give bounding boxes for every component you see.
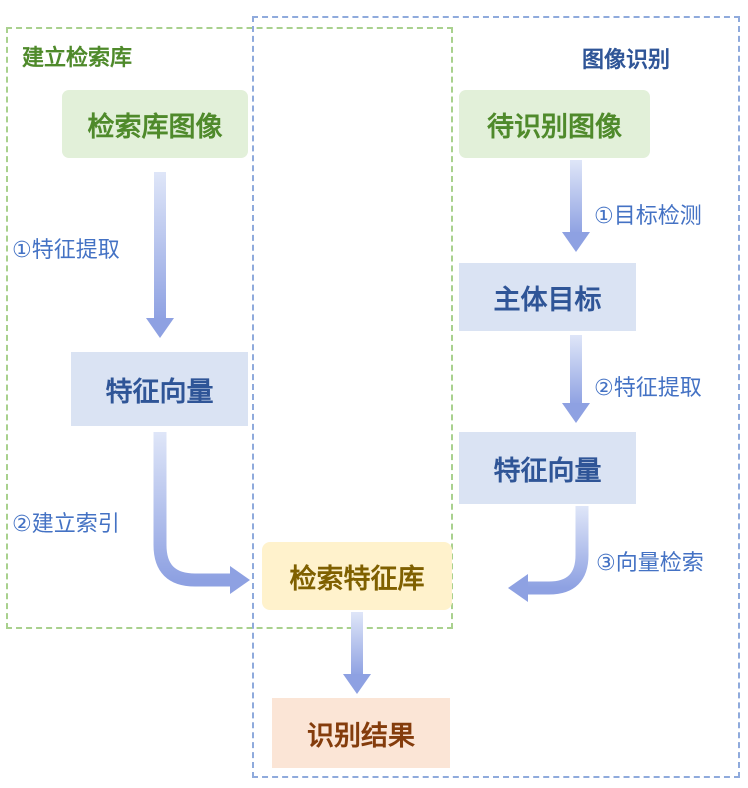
arrow-vectors-to-search xyxy=(508,506,589,602)
query-image-box: 待识别图像 xyxy=(459,90,650,158)
left-feature-vectors-box: 特征向量 xyxy=(71,352,248,426)
arrow-object-to-vectors xyxy=(562,335,590,423)
recognition-title: 图像识别 xyxy=(582,48,671,73)
arrow-vectors-to-database xyxy=(153,432,250,594)
step-right-feature-extraction: ②特征提取 xyxy=(594,376,702,401)
gallery-images-box: 检索库图像 xyxy=(62,90,248,158)
feature-database-box: 检索特征库 xyxy=(262,542,452,610)
recognition-region xyxy=(252,16,740,778)
main-object-box: 主体目标 xyxy=(459,263,636,331)
build-index-title: 建立检索库 xyxy=(22,46,133,71)
step-left-feature-extraction: ①特征提取 xyxy=(12,238,120,263)
step-object-detection: ①目标检测 xyxy=(594,204,702,229)
build-index-region xyxy=(6,27,453,629)
step-build-index: ②建立索引 xyxy=(12,512,120,537)
arrow-database-to-result xyxy=(343,612,371,694)
arrow-query-to-object xyxy=(562,160,590,252)
right-feature-vectors-box: 特征向量 xyxy=(459,432,636,504)
arrow-gallery-to-vectors xyxy=(146,172,174,338)
result-box: 识别结果 xyxy=(272,698,450,768)
step-vector-search: ③向量检索 xyxy=(596,551,704,576)
